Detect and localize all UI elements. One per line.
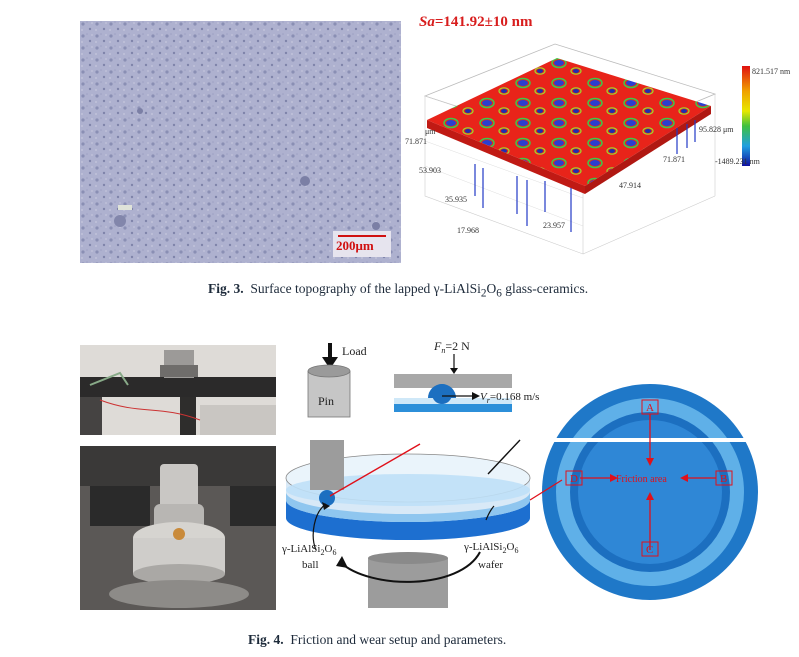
setup-photo-top xyxy=(80,345,276,435)
fig4-caption-label: Fig. 4. xyxy=(248,632,284,647)
normal-force-label: Fn=2 N xyxy=(433,339,470,355)
fig3-caption: Fig. 3. Surface topography of the lapped… xyxy=(208,281,588,300)
wafer-label-word: wafer xyxy=(478,559,503,571)
fig3-caption-label: Fig. 3. xyxy=(208,281,244,296)
point-c-label: C xyxy=(646,544,653,556)
setup-photo-bottom xyxy=(80,446,276,610)
legend-max-label: 821.517 nm xyxy=(752,67,791,76)
friction-area-label: Friction area xyxy=(616,474,667,485)
load-label: Load xyxy=(342,344,367,358)
x-tick-label: 23.957 xyxy=(543,221,565,230)
fig3-caption-sub1: 2 xyxy=(480,287,487,300)
sliding-velocity-label: Vr=0.168 m/s xyxy=(480,391,539,405)
point-b-label: B xyxy=(720,473,727,485)
fig3-caption-pre: Surface topography of the lapped γ-LiAlS… xyxy=(250,281,481,296)
pin-label: Pin xyxy=(318,394,334,408)
fig3-caption-sub2: 6 xyxy=(496,287,502,300)
disc-3d-schematic: γ-LiAlSi2O6 ball γ-LiAlSi2O6 wafer xyxy=(280,439,550,610)
x-tick-label: 47.914 xyxy=(619,181,641,190)
disc-top-view: A B C D Friction area xyxy=(529,384,765,600)
contact-schematic: Fn=2 N Vr=0.168 m/s xyxy=(394,339,539,412)
sa-symbol: Sa xyxy=(419,14,435,30)
y-tick-label: 17.968 xyxy=(457,226,479,235)
scale-bar-line xyxy=(338,235,386,237)
setup-photo-top-drawing xyxy=(80,345,276,435)
ball-label-word: ball xyxy=(302,559,319,571)
y-tick-label: 71.871 xyxy=(405,137,427,146)
legend-min-label: -1489.231 nm xyxy=(715,157,761,166)
pin-schematic: Pin Load xyxy=(307,343,367,418)
point-a-label: A xyxy=(646,402,654,414)
ball-label: γ-LiAlSi2O6 xyxy=(281,543,336,557)
wafer-label: γ-LiAlSi2O6 xyxy=(463,541,518,555)
y-tick-label: 53.903 xyxy=(419,166,441,175)
sa-value: =141.92±10 nm xyxy=(434,14,533,30)
color-legend-bar xyxy=(742,66,750,166)
x-tick-label: 95.828 μm xyxy=(699,125,734,134)
setup-photo-bottom-drawing xyxy=(80,446,276,610)
y-unit-label: μm xyxy=(425,127,436,136)
micrograph-texture xyxy=(80,21,401,263)
roughness-label: Sa=141.92±10 nm xyxy=(419,14,532,31)
fig4-caption-text: Friction and wear setup and parameters. xyxy=(290,632,507,647)
micrograph-image: 200μm xyxy=(80,21,401,263)
y-tick-label: 35.935 xyxy=(445,195,467,204)
fig3-caption-post: glass-ceramics. xyxy=(501,281,589,296)
load-arrow-head xyxy=(322,357,338,369)
x-tick-label: 71.871 xyxy=(663,155,685,164)
point-d-label: D xyxy=(570,473,578,485)
fig3-caption-mid: O xyxy=(486,281,497,296)
fig4-caption: Fig. 4. Friction and wear setup and para… xyxy=(248,632,506,648)
scale-bar-label: 200μm xyxy=(336,238,374,253)
topography-3d-plot: 821.517 nm -1489.231 nm 71.871 53.903 35… xyxy=(405,43,791,255)
